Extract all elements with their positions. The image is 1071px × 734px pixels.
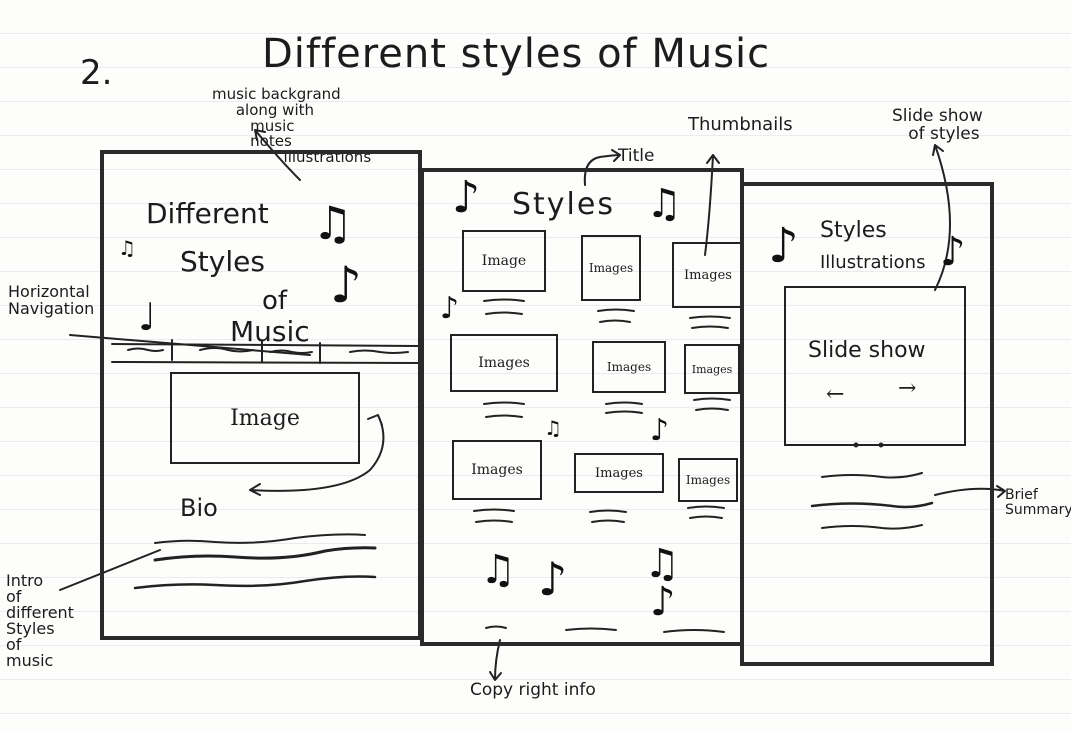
bio-heading: Bio xyxy=(180,494,218,522)
music-note-icon: ♪ xyxy=(768,218,799,274)
illustrations-heading-line: Illustrations xyxy=(820,252,926,273)
nav-bar-line xyxy=(111,361,419,364)
annotation-thumbnails: Thumbnails xyxy=(688,114,793,135)
arrow-horizontal-navigation xyxy=(69,334,311,356)
bio-text-line xyxy=(154,533,366,544)
thumbnail-label: Images xyxy=(471,462,523,478)
thumbnail-label: Images xyxy=(588,261,634,275)
nav-item-scribble xyxy=(349,349,409,354)
arrow-thumbnails xyxy=(704,154,720,256)
slideshow-next-icon[interactable]: → xyxy=(898,376,917,401)
thumbnail-image[interactable]: Images xyxy=(592,341,666,393)
thumbnail-image[interactable]: Images xyxy=(450,334,558,392)
thumbnail-label: Images xyxy=(685,473,731,487)
arrow-brief-summary xyxy=(934,485,1006,498)
arrow-intro xyxy=(59,549,161,591)
slideshow[interactable]: Slide show ← → xyxy=(784,286,966,446)
beamed-notes-icon: ♫ xyxy=(646,181,682,227)
thumbnail-image[interactable]: Images xyxy=(684,344,740,394)
thumbnail-label: Images xyxy=(606,360,652,374)
beamed-notes-icon: ♫ xyxy=(312,196,354,250)
page-title: Different styles of Music xyxy=(262,31,771,77)
arrow-slideshow-of-styles xyxy=(932,144,951,291)
home-heading-line: Music xyxy=(230,315,310,348)
thumbnail-label: Image xyxy=(481,253,527,269)
thumbnail-image[interactable]: Images xyxy=(452,440,542,500)
annotation-horizontal-navigation: Horizontal Navigation xyxy=(8,282,95,318)
annotation-title: Title xyxy=(618,146,655,166)
nav-item-scribble xyxy=(127,347,164,352)
slideshow-prev-icon[interactable]: ← xyxy=(826,382,845,407)
thumbnail-label: Images xyxy=(478,355,530,371)
home-image-placeholder: Image xyxy=(170,372,360,464)
annotation-slideshow-of-styles: Slide show of styles xyxy=(892,106,983,144)
home-heading-line: of xyxy=(262,286,288,316)
home-image-label: Image xyxy=(230,405,300,431)
wireframe-panel-illustrations xyxy=(740,182,994,666)
thumbnail-image[interactable]: Images xyxy=(678,458,738,502)
nav-item-scribble xyxy=(269,349,313,354)
thumbnail-label: Images xyxy=(691,362,733,376)
thumbnail-image[interactable]: Image xyxy=(462,230,546,292)
annotation-intro: Intro of different Styles of music xyxy=(6,571,74,670)
beamed-notes-icon: ♫ xyxy=(480,547,516,593)
thumbnail-image[interactable]: Images xyxy=(672,242,744,308)
home-heading-line: Different xyxy=(146,197,269,230)
music-note-icon: ♪ xyxy=(650,579,676,625)
thumbnail-image[interactable]: Images xyxy=(581,235,641,301)
styles-heading: Styles xyxy=(512,187,615,222)
music-note-icon: ♩ xyxy=(138,295,156,339)
arrow-copyright xyxy=(489,639,502,681)
slideshow-label: Slide show xyxy=(808,338,926,363)
beamed-notes-icon: ♫ xyxy=(644,541,680,587)
music-note-icon: ♪ xyxy=(940,229,966,275)
annotation-copyright: Copy right info xyxy=(470,680,596,700)
bio-text-line xyxy=(153,546,377,562)
music-note-icon: ♪ xyxy=(650,413,670,448)
arrow-music-background xyxy=(254,129,301,181)
beamed-notes-icon: ♫ xyxy=(118,236,136,260)
thumbnail-image[interactable]: Images xyxy=(574,453,664,493)
arrow-title xyxy=(583,149,621,186)
nav-item-scribble xyxy=(199,347,254,353)
home-heading-line: Styles xyxy=(180,245,265,278)
annotation-brief-summary: Brief Summary xyxy=(1005,487,1071,518)
illustrations-heading-line: Styles xyxy=(820,218,887,243)
arrow-image-bio xyxy=(249,414,385,496)
bio-text-line xyxy=(133,575,377,590)
music-note-icon: ♪ xyxy=(440,291,460,326)
music-note-icon: ♪ xyxy=(452,172,481,223)
thumbnail-label: Images xyxy=(684,267,732,283)
music-note-icon: ♪ xyxy=(538,552,568,606)
music-note-icon: ♪ xyxy=(330,256,362,314)
beamed-notes-icon: ♫ xyxy=(544,416,562,440)
thumbnail-label: Images xyxy=(595,465,643,481)
sheet-number: 2. xyxy=(80,53,113,93)
nav-bar-line xyxy=(111,343,419,347)
